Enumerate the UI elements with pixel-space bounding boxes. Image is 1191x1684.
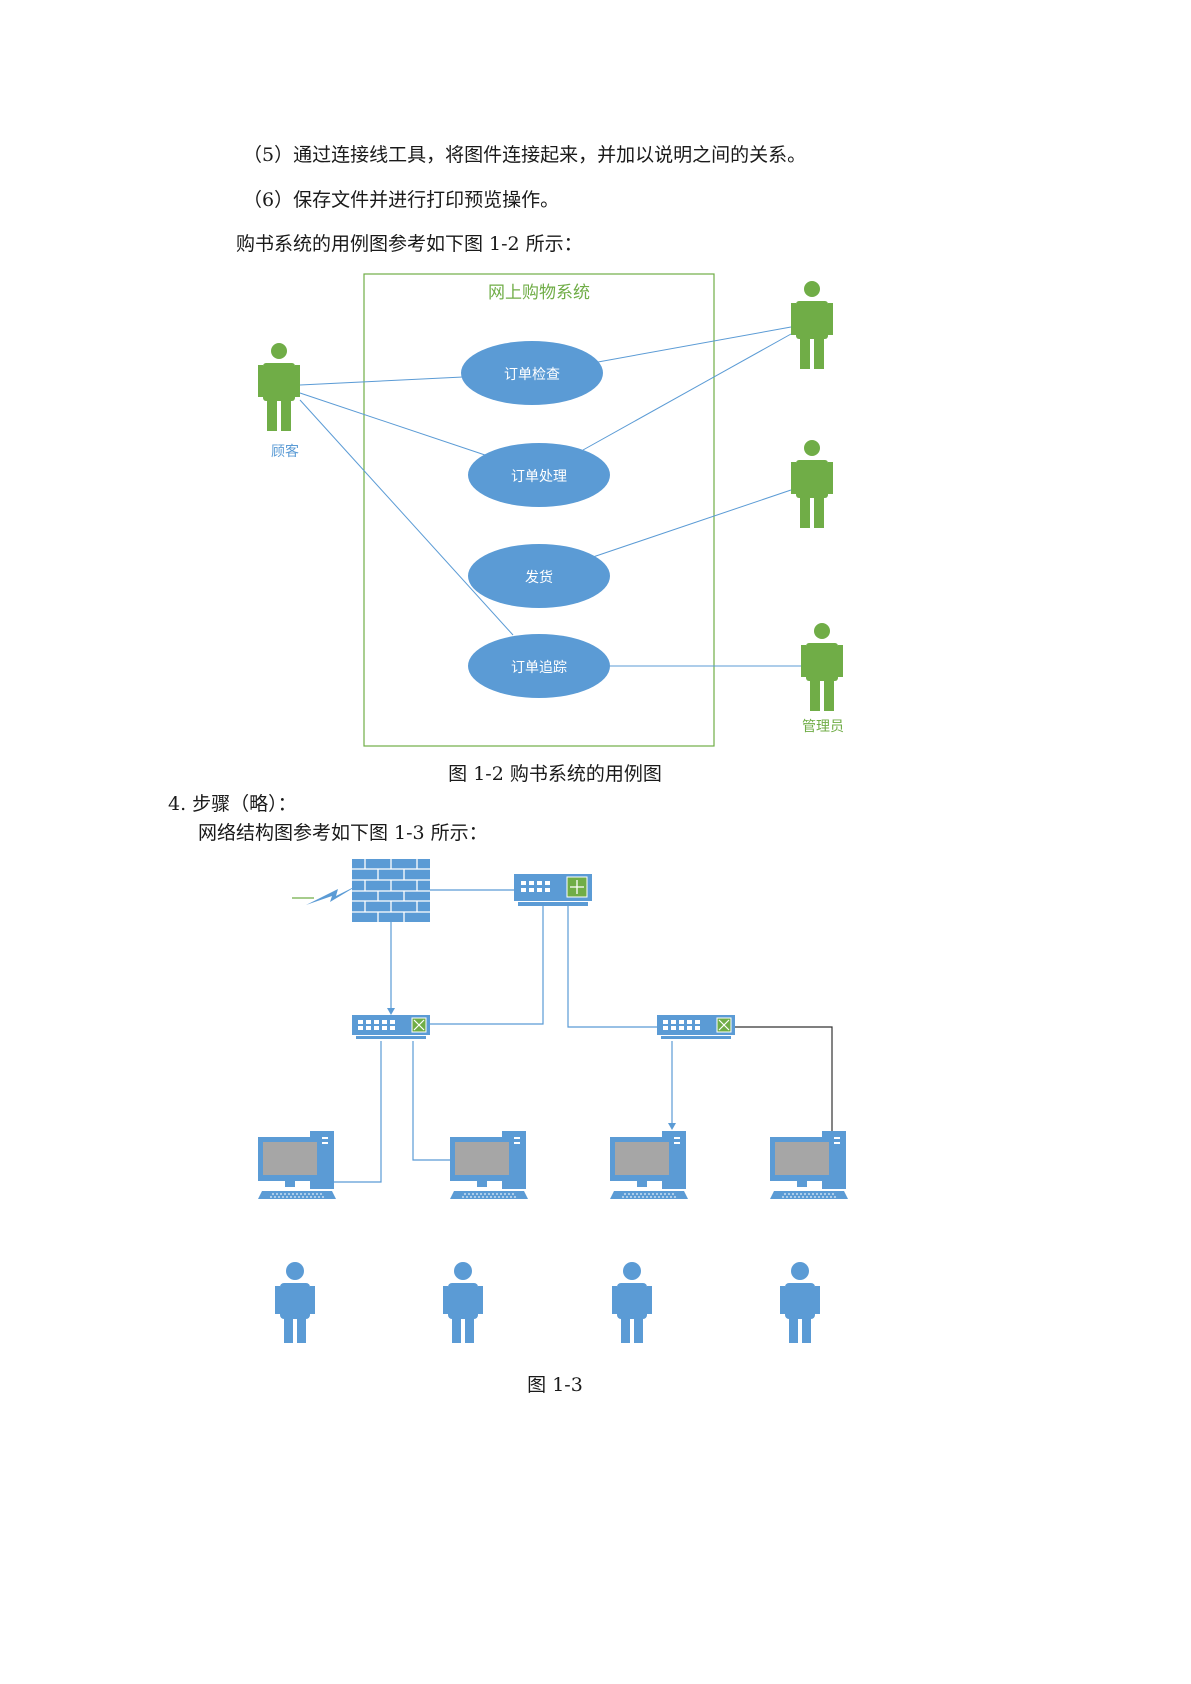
arrow-switch2-pc3 bbox=[668, 1123, 676, 1130]
user-1-icon bbox=[275, 1262, 315, 1343]
user-2-icon bbox=[443, 1262, 483, 1343]
line-customer-process bbox=[299, 392, 486, 456]
computer-4-icon bbox=[769, 1130, 849, 1200]
link-switch1-pc1 bbox=[334, 1041, 382, 1183]
usecase-order-track bbox=[468, 634, 610, 698]
router-icon bbox=[514, 874, 592, 906]
firewall-icon bbox=[352, 859, 430, 922]
association-lines bbox=[299, 326, 801, 667]
link-switch1-pc2 bbox=[412, 1041, 452, 1161]
system-title: 网上购物系统 bbox=[488, 283, 590, 303]
usecase-order-check-label: 订单检查 bbox=[504, 367, 560, 383]
usecase-order-check bbox=[461, 341, 603, 405]
figure-1-2-caption: 图 1-2 购书系统的用例图 bbox=[448, 763, 662, 785]
figure-1-2-intro: 购书系统的用例图参考如下图 1-2 所示： bbox=[236, 233, 583, 255]
step-5-text: （5）通过连接线工具，将图件连接起来，并加以说明之间的关系。 bbox=[243, 144, 807, 166]
step-4-text: 4. 步骤（略）： bbox=[168, 793, 297, 815]
link-router-switch2 bbox=[567, 906, 657, 1028]
step-6-text: （6）保存文件并进行打印预览操作。 bbox=[243, 189, 560, 211]
lightning-icon bbox=[292, 884, 360, 905]
line-customer-track bbox=[299, 399, 514, 636]
user-4-icon bbox=[780, 1262, 820, 1343]
line-actor2-ship bbox=[592, 489, 792, 558]
figure-1-3-caption: 图 1-3 bbox=[527, 1374, 583, 1396]
admin-actor-label: 管理员 bbox=[802, 719, 844, 735]
usecase-order-process bbox=[468, 443, 610, 507]
usecase-order-process-label: 订单处理 bbox=[511, 469, 567, 485]
computer-3-icon bbox=[609, 1130, 689, 1200]
arrow-firewall-switch1 bbox=[387, 1008, 395, 1015]
line-actor1-process bbox=[582, 333, 792, 451]
usecase-shipping bbox=[468, 544, 610, 608]
link-switch2-pc4 bbox=[734, 1026, 833, 1132]
line-actor1-check bbox=[597, 326, 792, 363]
switch-2-icon bbox=[656, 1014, 736, 1040]
user-3-icon bbox=[612, 1262, 652, 1343]
usecase-order-track-label: 订单追踪 bbox=[511, 660, 567, 676]
figure-1-3-intro: 网络结构图参考如下图 1-3 所示： bbox=[198, 822, 488, 844]
line-customer-check bbox=[299, 376, 464, 386]
computer-1-icon bbox=[257, 1130, 337, 1200]
system-boundary bbox=[363, 273, 715, 747]
customer-actor-label: 顾客 bbox=[271, 443, 299, 460]
computer-2-icon bbox=[449, 1130, 529, 1200]
switch-1-icon bbox=[351, 1014, 431, 1040]
network-connections bbox=[334, 889, 673, 1183]
link-router-switch1 bbox=[430, 906, 544, 1025]
usecase-shipping-label: 发货 bbox=[525, 569, 553, 586]
